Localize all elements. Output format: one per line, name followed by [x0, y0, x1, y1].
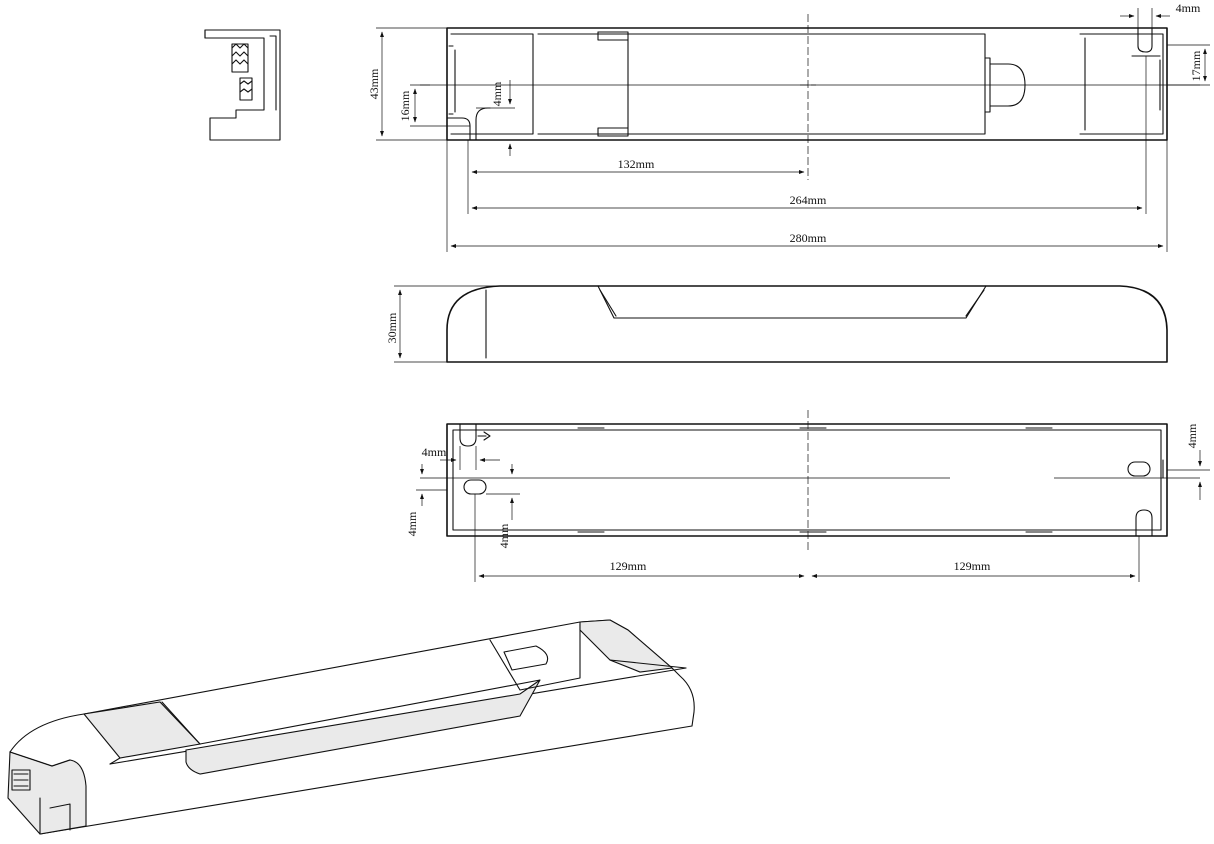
half-width-132-label: 132mm — [618, 157, 655, 171]
bottom-view-dimensions: 4mm 4mm 4mm 4mm 129mm 129mm — [405, 423, 1210, 582]
bottom-view — [420, 410, 1200, 550]
bottom-slot-offset-label: 4mm — [497, 523, 511, 548]
top-view-dimensions: 43mm 16mm 4mm 132mm 264mm 280mm 4mm 17mm — [367, 1, 1210, 252]
side-view-dimensions: 30mm — [385, 285, 500, 363]
top-view — [420, 14, 1200, 180]
height-43-label: 43mm — [367, 68, 381, 99]
clip-height-16-label: 16mm — [398, 90, 412, 121]
bottom-left-height-label: 4mm — [405, 511, 419, 536]
side-view — [446, 285, 1168, 363]
slot-4-label: 4mm — [490, 81, 504, 106]
left-span-129-label: 129mm — [610, 559, 647, 573]
bottom-right-height-label: 4mm — [1185, 423, 1199, 448]
right-span-129-label: 129mm — [954, 559, 991, 573]
bottom-slot-width-label: 4mm — [422, 445, 447, 459]
slot-width-4-label: 4mm — [1176, 1, 1201, 15]
offset-17-label: 17mm — [1189, 50, 1203, 81]
isometric-view — [7, 619, 695, 835]
length-280-label: 280mm — [790, 231, 827, 245]
hole-span-264-label: 264mm — [790, 193, 827, 207]
end-view — [204, 29, 281, 141]
height-30-label: 30mm — [385, 312, 399, 343]
